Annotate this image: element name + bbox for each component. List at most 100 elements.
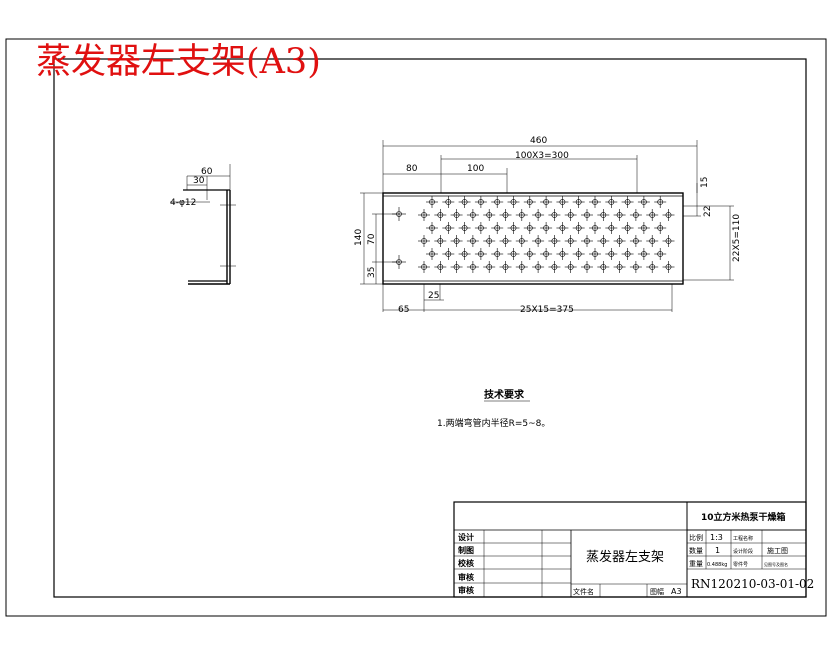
inner-frame — [53, 58, 807, 598]
dim-hole-step: 25 — [428, 291, 439, 301]
tb-row-2: 制图 — [458, 545, 474, 555]
hole — [483, 261, 496, 273]
dim-bottom: 35 — [367, 267, 377, 278]
hole — [621, 196, 634, 208]
tb-row-1: 设计 — [458, 532, 474, 542]
hole — [458, 248, 471, 260]
hole — [581, 235, 593, 247]
tb-project: 10立方米热泵干燥箱 — [701, 511, 786, 523]
hole — [589, 248, 601, 260]
hole — [572, 222, 585, 234]
hole — [474, 222, 487, 234]
hole — [654, 248, 667, 260]
dim-chain: 100X3=300 — [515, 151, 569, 161]
tb-row-3: 校核 — [458, 558, 474, 568]
hole — [613, 209, 626, 221]
hole — [564, 261, 577, 273]
hole — [466, 235, 479, 247]
tb-size-label: 图幅 — [650, 587, 664, 596]
hole — [507, 248, 520, 260]
hole — [499, 261, 512, 273]
hole — [426, 222, 438, 234]
dim-rows-chain: 22X5=110 — [732, 214, 742, 262]
hole-grid — [418, 196, 675, 273]
hole — [621, 222, 634, 234]
hole — [556, 196, 569, 208]
hole — [434, 261, 447, 273]
hole — [426, 196, 438, 208]
tb-proj-label: 工程名称 — [733, 535, 753, 542]
hole — [491, 248, 504, 260]
hole — [564, 209, 577, 221]
tb-scale-value: 1:3 — [710, 533, 723, 542]
hole — [613, 261, 626, 273]
hole — [646, 235, 659, 247]
hole — [654, 196, 667, 208]
hole — [466, 209, 479, 221]
hole — [637, 222, 650, 234]
hole — [532, 261, 545, 273]
hole — [442, 222, 455, 234]
hole — [426, 248, 438, 260]
tb-stage-label: 设计阶段 — [733, 548, 753, 555]
dim-left: 80 — [406, 164, 418, 174]
outer-frame — [5, 38, 827, 617]
tech-heading: 技术要求 — [484, 388, 525, 401]
hole — [605, 196, 618, 208]
side-view — [170, 164, 236, 285]
hole — [540, 248, 553, 260]
side-dim-offset: 30 — [193, 176, 205, 186]
hole — [662, 261, 675, 273]
hole — [507, 196, 520, 208]
tb-sheet-label: 零件号 — [733, 561, 748, 568]
hole — [515, 209, 528, 221]
hole — [581, 261, 593, 273]
hole — [540, 222, 553, 234]
hole — [629, 261, 642, 273]
dim-step: 100 — [467, 164, 484, 174]
hole — [532, 209, 545, 221]
hole — [556, 222, 569, 234]
hole — [418, 209, 430, 221]
title-block — [453, 501, 807, 598]
hole — [548, 209, 561, 221]
hole — [418, 261, 430, 273]
tech-note: 1.两端弯管内半径R=5~8。 — [437, 417, 550, 429]
dim-total: 460 — [530, 136, 547, 146]
hole — [572, 248, 585, 260]
hole — [662, 209, 675, 221]
hole — [548, 235, 561, 247]
hole — [662, 235, 675, 247]
hole — [597, 209, 610, 221]
hole — [523, 196, 536, 208]
hole — [621, 248, 634, 260]
tb-weight-value: 0.488kg — [707, 562, 727, 568]
hole — [597, 235, 610, 247]
tb-qty-label: 数量 — [689, 546, 703, 555]
hole — [637, 248, 650, 260]
tb-row-5: 审核 — [458, 585, 474, 595]
tb-sheet-value: 见图号及图名 — [764, 561, 788, 567]
tb-part-name: 蒸发器左支架 — [586, 549, 664, 565]
hole — [654, 222, 667, 234]
tb-drawing-no: RN120210-03-01-02 — [691, 577, 814, 591]
hole — [507, 222, 520, 234]
hole — [499, 209, 512, 221]
tb-file-label: 文件名 — [573, 587, 594, 596]
hole — [491, 222, 504, 234]
tb-scale-label: 比例 — [689, 533, 703, 542]
hole — [483, 209, 496, 221]
hole — [629, 209, 642, 221]
hole — [483, 235, 496, 247]
tb-row-4: 审核 — [458, 572, 474, 582]
tb-size-value: A3 — [671, 587, 682, 596]
hole — [605, 222, 618, 234]
hole — [442, 196, 455, 208]
dim-bottom-left: 65 — [398, 305, 409, 315]
hole — [523, 222, 536, 234]
hole — [466, 261, 479, 273]
hole — [434, 235, 447, 247]
hole — [637, 196, 650, 208]
hole — [523, 248, 536, 260]
page-title: 蒸发器左支架(A3) — [36, 42, 321, 82]
